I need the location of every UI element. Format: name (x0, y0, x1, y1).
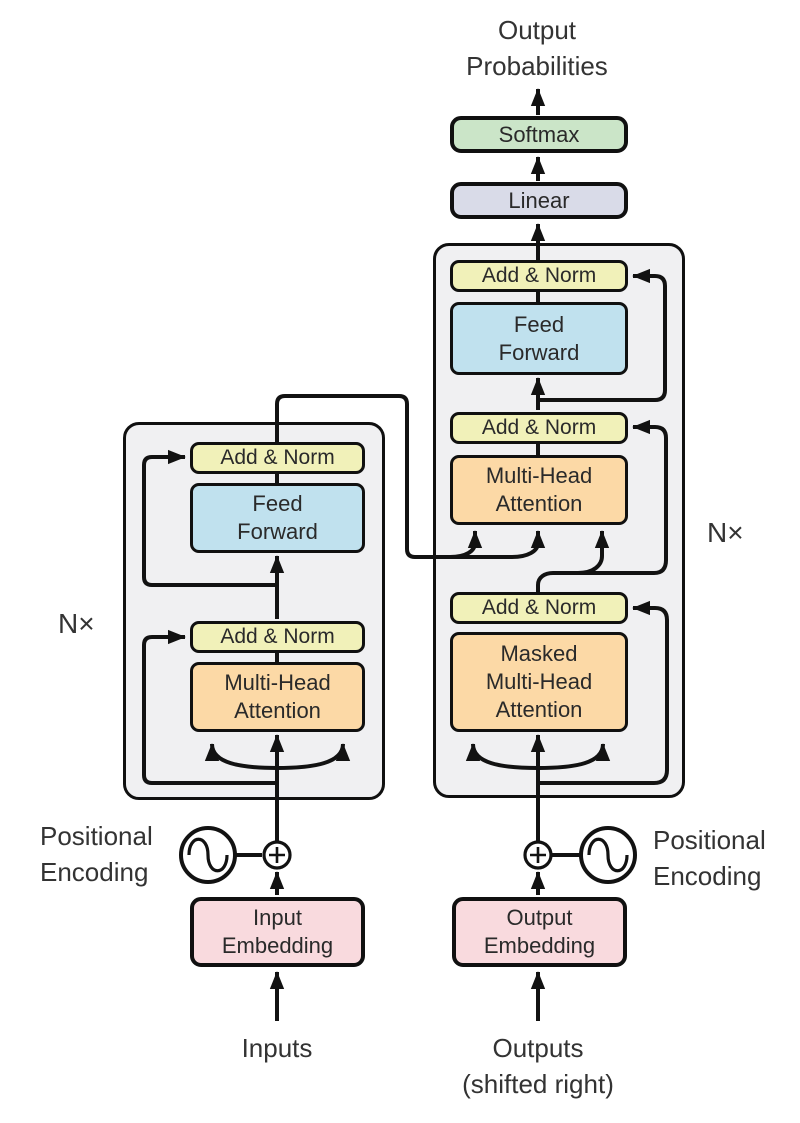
pe-left-line2: Encoding (40, 857, 149, 887)
encoder-value-arrow (449, 530, 483, 559)
decoder-self-attn-right-arrow (537, 743, 611, 770)
masked-mha-line2: Multi-Head (485, 669, 593, 694)
input-embedding-line2: Embedding (221, 933, 334, 958)
output-embedding-box: Output Embedding (452, 897, 627, 967)
pe-right-line1: Positional (653, 825, 766, 855)
masked-mha-line3: Attention (495, 697, 583, 722)
encoder-to-decoder-line (275, 394, 457, 559)
output-embedding-line1: Output (506, 905, 573, 930)
decoder-repeat-label: N× (707, 517, 744, 548)
encoder-add-norm-bottom: Add & Norm (190, 621, 365, 653)
input-embedding-line1: Input (253, 905, 302, 930)
decoder-residual-masked-attention (538, 600, 669, 785)
decoder-ff-line2: Forward (498, 339, 580, 365)
input-embedding-box: Input Embedding (190, 897, 365, 967)
encoder-mha-line1: Multi-Head (224, 670, 331, 695)
decoder-residual-feed-forward (538, 268, 667, 402)
sine-wave-icon-right (587, 837, 629, 873)
output-probabilities-label: Output Probabilities (417, 12, 657, 84)
decoder-multi-head-attention-box: Multi-Head Attention (450, 455, 628, 525)
encoder-ff-line2: Forward (237, 519, 318, 544)
linear-box: Linear (450, 182, 628, 219)
encoder-ff-line1: Feed (252, 491, 303, 516)
outputs-label: Outputs (shifted right) (438, 1030, 638, 1102)
encoder-mha-line2: Attention (234, 698, 321, 723)
encoder-key-arrow (455, 530, 546, 559)
encoder-add-norm-top: Add & Norm (190, 442, 365, 474)
output-embedding-line2: Embedding (483, 933, 596, 958)
decoder-query-arrow (536, 530, 610, 592)
pe-right-line2: Encoding (653, 861, 762, 891)
decoder-ff-line1: Feed (513, 311, 565, 337)
positional-encoding-label-left: Positional Encoding (40, 818, 190, 890)
encoder-repeat-label: N× (58, 608, 95, 639)
decoder-add-norm-bottom: Add & Norm (450, 592, 628, 624)
decoder-mha-line1: Multi-Head (485, 463, 593, 488)
encoder-self-attn-right-arrow (276, 743, 351, 770)
outputs-label-line1: Outputs (492, 1033, 584, 1063)
sine-wave-icon-left (187, 837, 229, 873)
masked-mha-line1: Masked (500, 641, 578, 666)
encoder-feed-forward-box: Feed Forward (190, 483, 365, 553)
encoder-self-attn-left-arrow (204, 743, 278, 770)
plus-icon-left (269, 847, 285, 863)
positional-encoding-label-right: Positional Encoding (653, 822, 800, 894)
plus-icon-right (530, 847, 546, 863)
decoder-add-norm-top: Add & Norm (450, 260, 628, 292)
inputs-label: Inputs (241, 1033, 313, 1063)
encoder-residual-attention (142, 629, 277, 785)
output-label-line2: Probabilities (466, 51, 608, 81)
masked-multi-head-attention-box: Masked Multi-Head Attention (450, 632, 628, 732)
outputs-label-line2: (shifted right) (462, 1069, 614, 1099)
decoder-self-attn-left-arrow (465, 743, 539, 770)
pe-left-line1: Positional (40, 821, 153, 851)
encoder-residual-feed-forward (142, 449, 277, 587)
decoder-add-norm-mid: Add & Norm (450, 412, 628, 444)
decoder-residual-cross-attention (560, 419, 668, 575)
softmax-box: Softmax (450, 116, 628, 153)
output-label-line1: Output (497, 15, 577, 45)
decoder-feed-forward-box: Feed Forward (450, 302, 628, 375)
encoder-multi-head-attention-box: Multi-Head Attention (190, 662, 365, 732)
decoder-mha-line2: Attention (495, 491, 583, 516)
